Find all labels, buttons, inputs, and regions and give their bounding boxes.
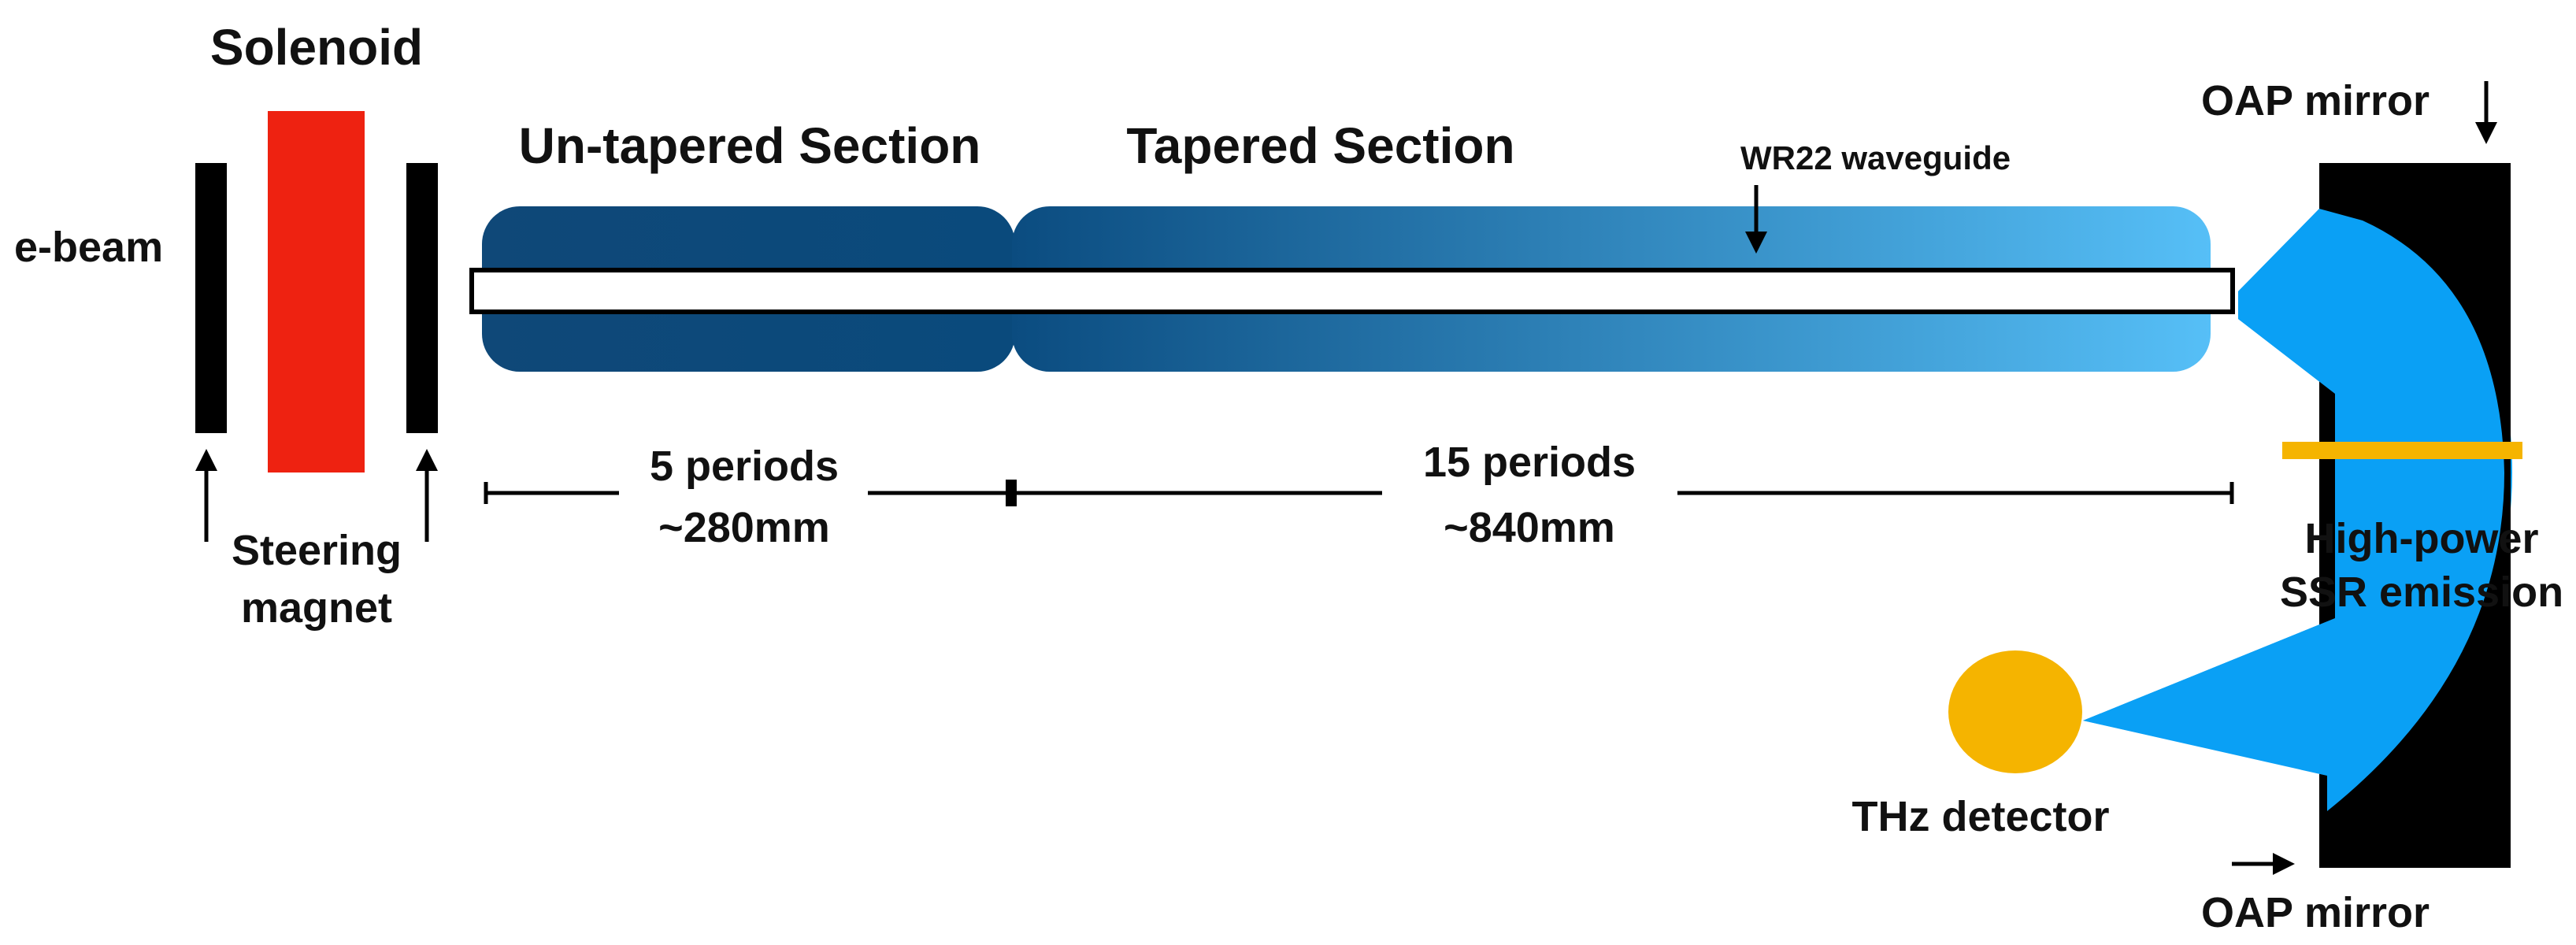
steering-magnet-left <box>195 163 227 433</box>
steering-arrow-right <box>416 449 438 542</box>
emission-label-line2: SSR emission <box>2280 569 2563 616</box>
oap-arrow-top <box>2475 81 2497 144</box>
dimension-tapered <box>1011 482 2234 504</box>
steering-label-line2: magnet <box>241 584 392 632</box>
steering-arrow-left <box>195 449 217 542</box>
waveguide-arrow <box>1745 185 1767 254</box>
waveguide-label: WR22 waveguide <box>1740 139 2011 176</box>
oap-mirror-top-label: OAP mirror <box>2201 77 2430 124</box>
thz-detector <box>1948 650 2082 773</box>
tapered-label: Tapered Section <box>1126 117 1514 174</box>
length-280-label: ~280mm <box>658 504 830 551</box>
solenoid-coil <box>268 111 365 472</box>
dimension-untapered <box>484 480 1017 506</box>
steering-label-line1: Steering <box>232 527 402 574</box>
ebeam-label: e-beam <box>14 224 163 271</box>
periods-15-label: 15 periods <box>1423 439 1636 486</box>
oap-arrow-bottom <box>2232 853 2295 875</box>
wr22-waveguide <box>469 268 2235 314</box>
emission-label-line1: High-power <box>2305 515 2539 562</box>
oap-mirror-bottom-label: OAP mirror <box>2201 889 2430 936</box>
solenoid-label: Solenoid <box>210 19 423 76</box>
ssr-emission-beam-curve <box>2083 209 2504 811</box>
length-840-label: ~840mm <box>1444 504 1615 551</box>
untapered-label: Un-tapered Section <box>519 117 981 174</box>
filter-bar <box>2282 442 2522 459</box>
steering-magnet-right <box>406 163 438 433</box>
thz-detector-label: THz detector <box>1851 793 2109 840</box>
periods-5-label: 5 periods <box>650 443 839 490</box>
